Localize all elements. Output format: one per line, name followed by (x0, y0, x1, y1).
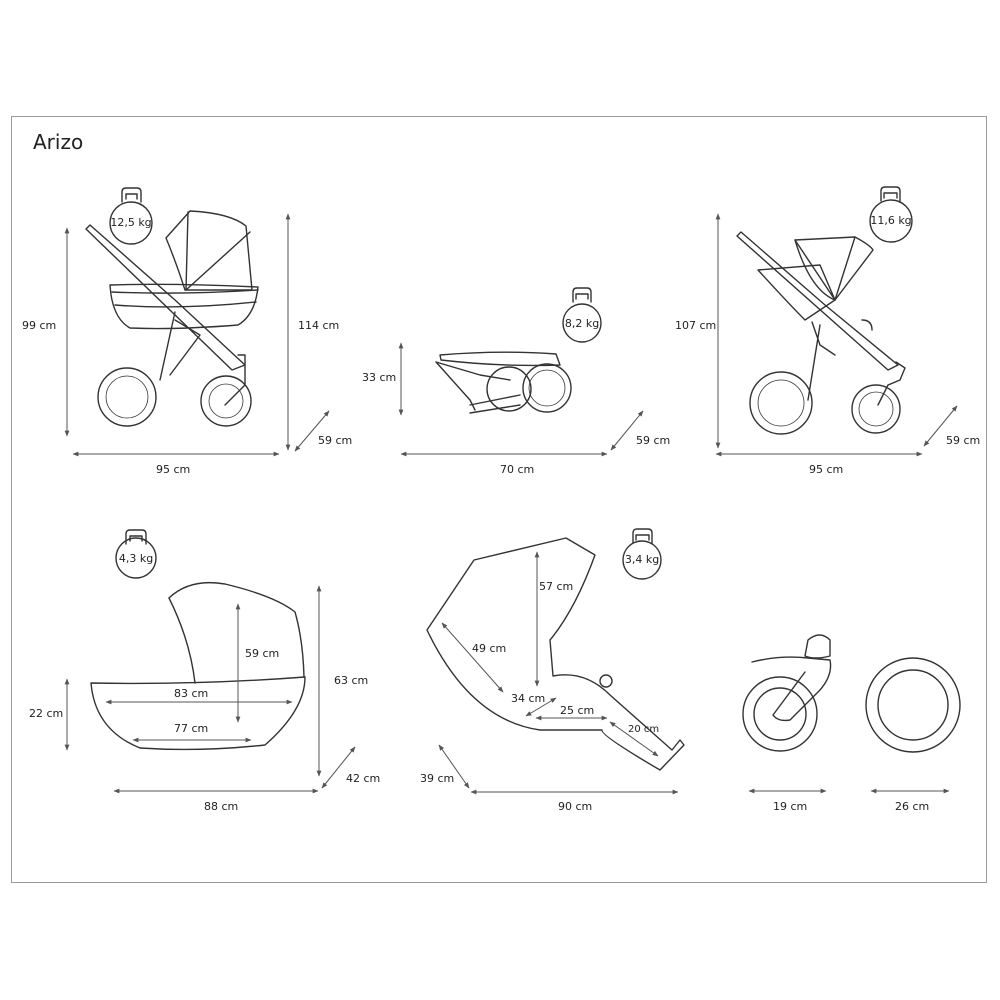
seat-back-length-label: 49 cm (472, 642, 507, 655)
front-wheel-drawing (742, 634, 832, 752)
stroller-width-label: 59 cm (946, 434, 981, 447)
carrycot-width-label: 42 cm (346, 772, 381, 785)
pram-weight-label: 12,5 kg (110, 216, 152, 229)
carrycot-length-label: 88 cm (204, 800, 239, 813)
folded-weight-label: 8,2 kg (564, 317, 600, 330)
pram-total-height-label: 114 cm (298, 319, 340, 332)
seat-drawing (426, 537, 685, 771)
stroller-weight-icon (869, 186, 913, 243)
stroller-drawing (736, 231, 906, 435)
folded-weight-icon (562, 287, 602, 343)
seat-legrest-label: 20 cm (628, 724, 660, 735)
carrycot-depth-label: 22 cm (29, 707, 64, 720)
seat-back-height-label: 57 cm (539, 580, 574, 593)
front-wheel-label: 19 cm (773, 800, 808, 813)
carrycot-inner-length-label: 77 cm (174, 722, 209, 735)
carrycot-weight-label: 4,3 kg (118, 552, 154, 565)
product-title: Arizo (33, 130, 84, 154)
folded-length-label: 70 cm (500, 463, 535, 476)
pram-width-label: 59 cm (318, 434, 353, 447)
diagram-frame (11, 116, 987, 883)
pram-handle-height-label: 99 cm (22, 319, 57, 332)
pram-drawing (85, 210, 259, 427)
rear-wheel-label: 26 cm (895, 800, 930, 813)
seat-depth-label: 34 cm (511, 692, 546, 705)
seat-length-total-label: 90 cm (558, 800, 593, 813)
rear-wheel-drawing (865, 657, 961, 753)
seat-width-label: 39 cm (420, 772, 455, 785)
stroller-weight-label: 11,6 kg (870, 214, 912, 227)
pram-length-label: 95 cm (156, 463, 191, 476)
seat-weight-icon (622, 528, 662, 580)
seat-weight-label: 3,4 kg (624, 553, 660, 566)
carrycot-drawing (90, 581, 306, 751)
pram-weight-icon (109, 187, 153, 245)
carrycot-outer-length-label: 83 cm (174, 687, 209, 700)
carrycot-hood-height-label: 59 cm (245, 647, 280, 660)
folded-width-label: 59 cm (636, 434, 671, 447)
folded-height-label: 33 cm (362, 371, 397, 384)
seat-length-label: 25 cm (560, 704, 595, 717)
folded-drawing (435, 351, 572, 414)
stroller-height-label: 107 cm (675, 319, 717, 332)
stroller-length-label: 95 cm (809, 463, 844, 476)
carrycot-total-height-label: 63 cm (334, 674, 369, 687)
carrycot-weight-icon (115, 529, 157, 579)
